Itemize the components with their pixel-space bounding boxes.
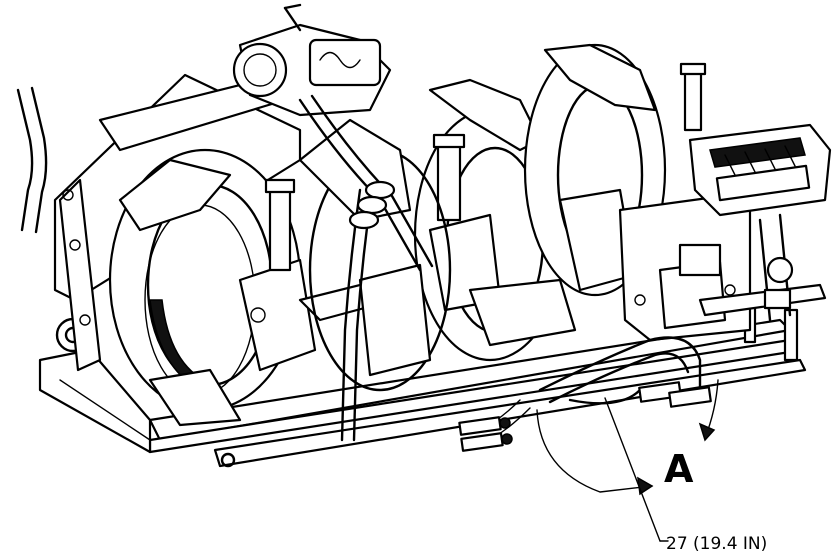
lower-hoses	[458, 336, 712, 452]
section-view-indicator: A	[536, 379, 719, 496]
valve-manifold	[688, 123, 832, 217]
dimension-callout: 27 (19.4 IN)	[604, 397, 767, 554]
top-motor-assembly	[232, 3, 392, 117]
left-pipe	[16, 86, 48, 234]
view-label-a: A	[664, 447, 694, 491]
clamp-ring-2	[413, 78, 598, 362]
right-supports	[698, 213, 827, 322]
hose-bundle	[298, 94, 434, 442]
dimension-label: 27 (19.4 IN)	[666, 534, 767, 554]
clamp-ring-1	[108, 148, 317, 427]
